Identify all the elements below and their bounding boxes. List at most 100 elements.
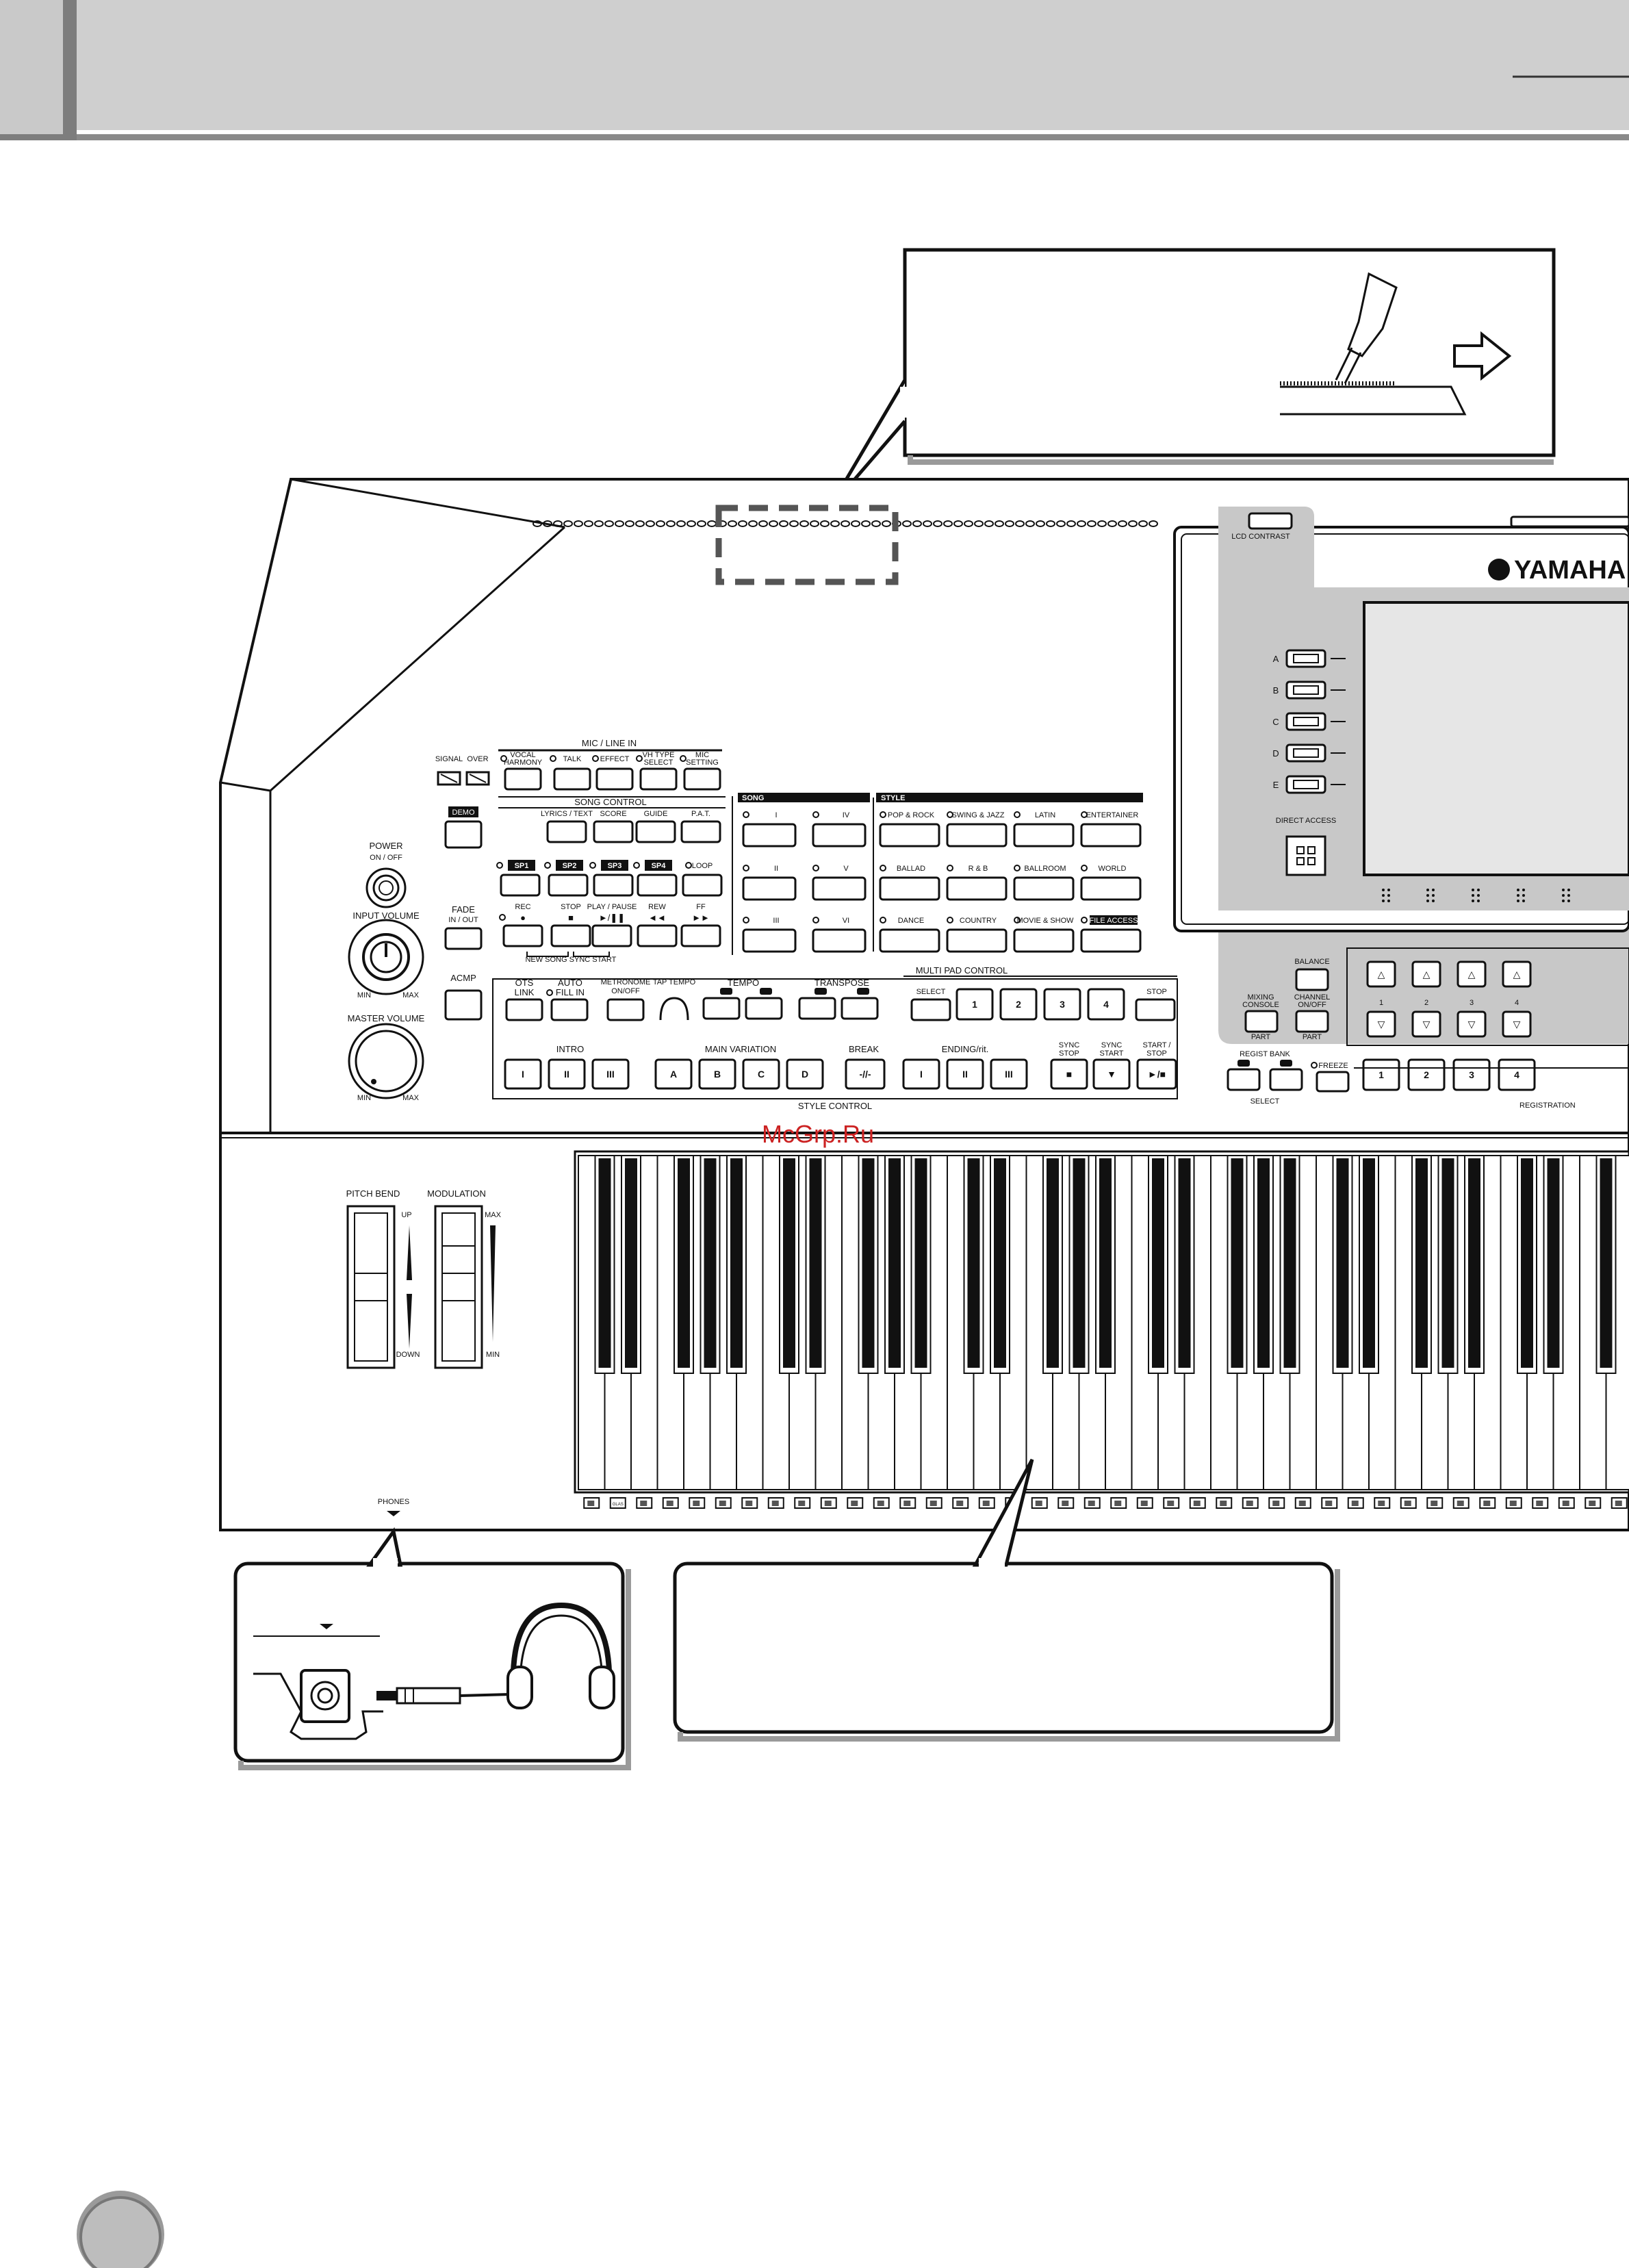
registration-button-4[interactable]: 4 [1498,1058,1536,1091]
intro-button-2[interactable]: II [548,1058,586,1090]
lcd-button-e[interactable] [1285,775,1326,794]
registration-button-3[interactable]: 3 [1452,1058,1491,1091]
style-button-5[interactable] [879,876,940,901]
auto-fill-in-button[interactable] [550,998,589,1021]
ots-link-button[interactable] [505,998,543,1021]
black-key[interactable] [1595,1155,1617,1374]
metronome-button[interactable] [606,998,645,1021]
ending-button-3[interactable]: III [990,1058,1028,1090]
black-key[interactable] [1174,1155,1195,1374]
transport-button-1[interactable] [502,924,543,947]
nav-up-2[interactable]: △ [1411,960,1441,988]
style-button-7[interactable] [1013,876,1075,901]
transport-button-3[interactable] [591,924,632,947]
nav-up-1[interactable]: △ [1366,960,1396,988]
song-control-button-3[interactable] [635,820,676,843]
lcd-button-d[interactable] [1285,743,1326,763]
song-control-button-4[interactable] [680,820,721,843]
black-key[interactable] [1279,1155,1300,1374]
multi-pad-stop-button[interactable] [1135,998,1176,1021]
sync-start-button[interactable]: ▼ [1092,1058,1131,1090]
black-key[interactable] [1411,1155,1432,1374]
black-key[interactable] [910,1155,932,1374]
black-key[interactable] [1437,1155,1459,1374]
black-key[interactable] [963,1155,984,1374]
sp-button-3[interactable] [593,874,634,897]
mic-button-3[interactable] [595,767,634,791]
sp-button-2[interactable] [548,874,589,897]
black-key[interactable] [1042,1155,1063,1374]
nav-up-4[interactable]: △ [1502,960,1532,988]
multi-pad-3[interactable]: 3 [1043,988,1081,1021]
black-key[interactable] [1068,1155,1090,1374]
black-key[interactable] [674,1155,694,1374]
registration-button-2[interactable]: 2 [1407,1058,1446,1091]
intro-button-3[interactable]: III [591,1058,630,1090]
song-button-5[interactable] [742,928,797,953]
style-button-4[interactable] [1080,823,1142,848]
pitch-bend-wheel[interactable] [346,1205,396,1369]
input-volume-knob[interactable] [348,919,424,995]
song-button-1[interactable] [742,823,797,848]
black-key[interactable] [594,1155,615,1374]
transport-button-2[interactable] [550,924,591,947]
nav-up-3[interactable]: △ [1457,960,1487,988]
style-button-11[interactable] [1013,928,1075,953]
main-variation-c[interactable]: C [742,1058,780,1090]
style-button-12[interactable] [1080,928,1142,953]
break-button[interactable]: -//- [845,1058,886,1090]
mic-button-2[interactable] [553,767,591,791]
transport-button-4[interactable] [637,924,678,947]
nav-down-1[interactable]: ▽ [1366,1010,1396,1038]
black-key[interactable] [990,1155,1010,1374]
multi-pad-1[interactable]: 1 [955,988,994,1021]
lcd-button-a[interactable] [1285,649,1326,668]
multi-pad-2[interactable]: 2 [999,988,1038,1021]
mic-button-4[interactable] [639,767,678,791]
sp-button-1[interactable] [500,874,541,897]
black-key[interactable] [1227,1155,1248,1374]
multi-pad-4[interactable]: 4 [1087,988,1125,1021]
song-button-3[interactable] [742,876,797,901]
style-button-1[interactable] [879,823,940,848]
style-button-3[interactable] [1013,823,1075,848]
main-variation-d[interactable]: D [786,1058,824,1090]
power-switch[interactable] [365,867,407,908]
ending-button-2[interactable]: II [946,1058,984,1090]
start-stop-button[interactable]: ►/■ [1136,1058,1177,1090]
black-key[interactable] [726,1155,747,1374]
transpose-down-button[interactable] [798,997,836,1020]
direct-access-button[interactable]: DIRECT ACCESS [1276,817,1336,876]
tap-tempo-button[interactable] [659,997,689,1021]
lcd-button-b[interactable] [1285,680,1326,700]
black-key[interactable] [1095,1155,1116,1374]
nav-down-2[interactable]: ▽ [1411,1010,1441,1038]
song-button-4[interactable] [812,876,867,901]
black-key[interactable] [805,1155,826,1374]
black-key[interactable] [858,1155,879,1374]
freeze-button[interactable] [1316,1071,1350,1093]
main-variation-a[interactable]: A [654,1058,693,1090]
acmp-button[interactable] [444,989,483,1021]
transport-button-5[interactable] [680,924,721,947]
black-key[interactable] [884,1155,905,1374]
black-key[interactable] [1464,1155,1485,1374]
mic-button-5[interactable] [683,767,721,791]
fade-button[interactable] [444,927,483,950]
regist-bank-down-button[interactable] [1227,1068,1261,1091]
transpose-up-button[interactable] [841,997,879,1020]
style-button-8[interactable] [1080,876,1142,901]
ending-button-1[interactable]: I [902,1058,940,1090]
mixing-console-button[interactable] [1244,1010,1279,1033]
song-button-2[interactable] [812,823,867,848]
black-key[interactable] [1253,1155,1274,1374]
black-key[interactable] [1517,1155,1537,1374]
registration-button-1[interactable]: 1 [1362,1058,1400,1091]
style-button-9[interactable] [879,928,940,953]
regist-bank-up-button[interactable] [1269,1068,1303,1091]
black-key[interactable] [621,1155,641,1374]
channel-on-off-button[interactable] [1295,1010,1329,1033]
multi-pad-select-button[interactable] [910,998,951,1021]
sync-stop-button[interactable]: ■ [1050,1058,1088,1090]
master-volume-knob[interactable] [348,1023,424,1099]
